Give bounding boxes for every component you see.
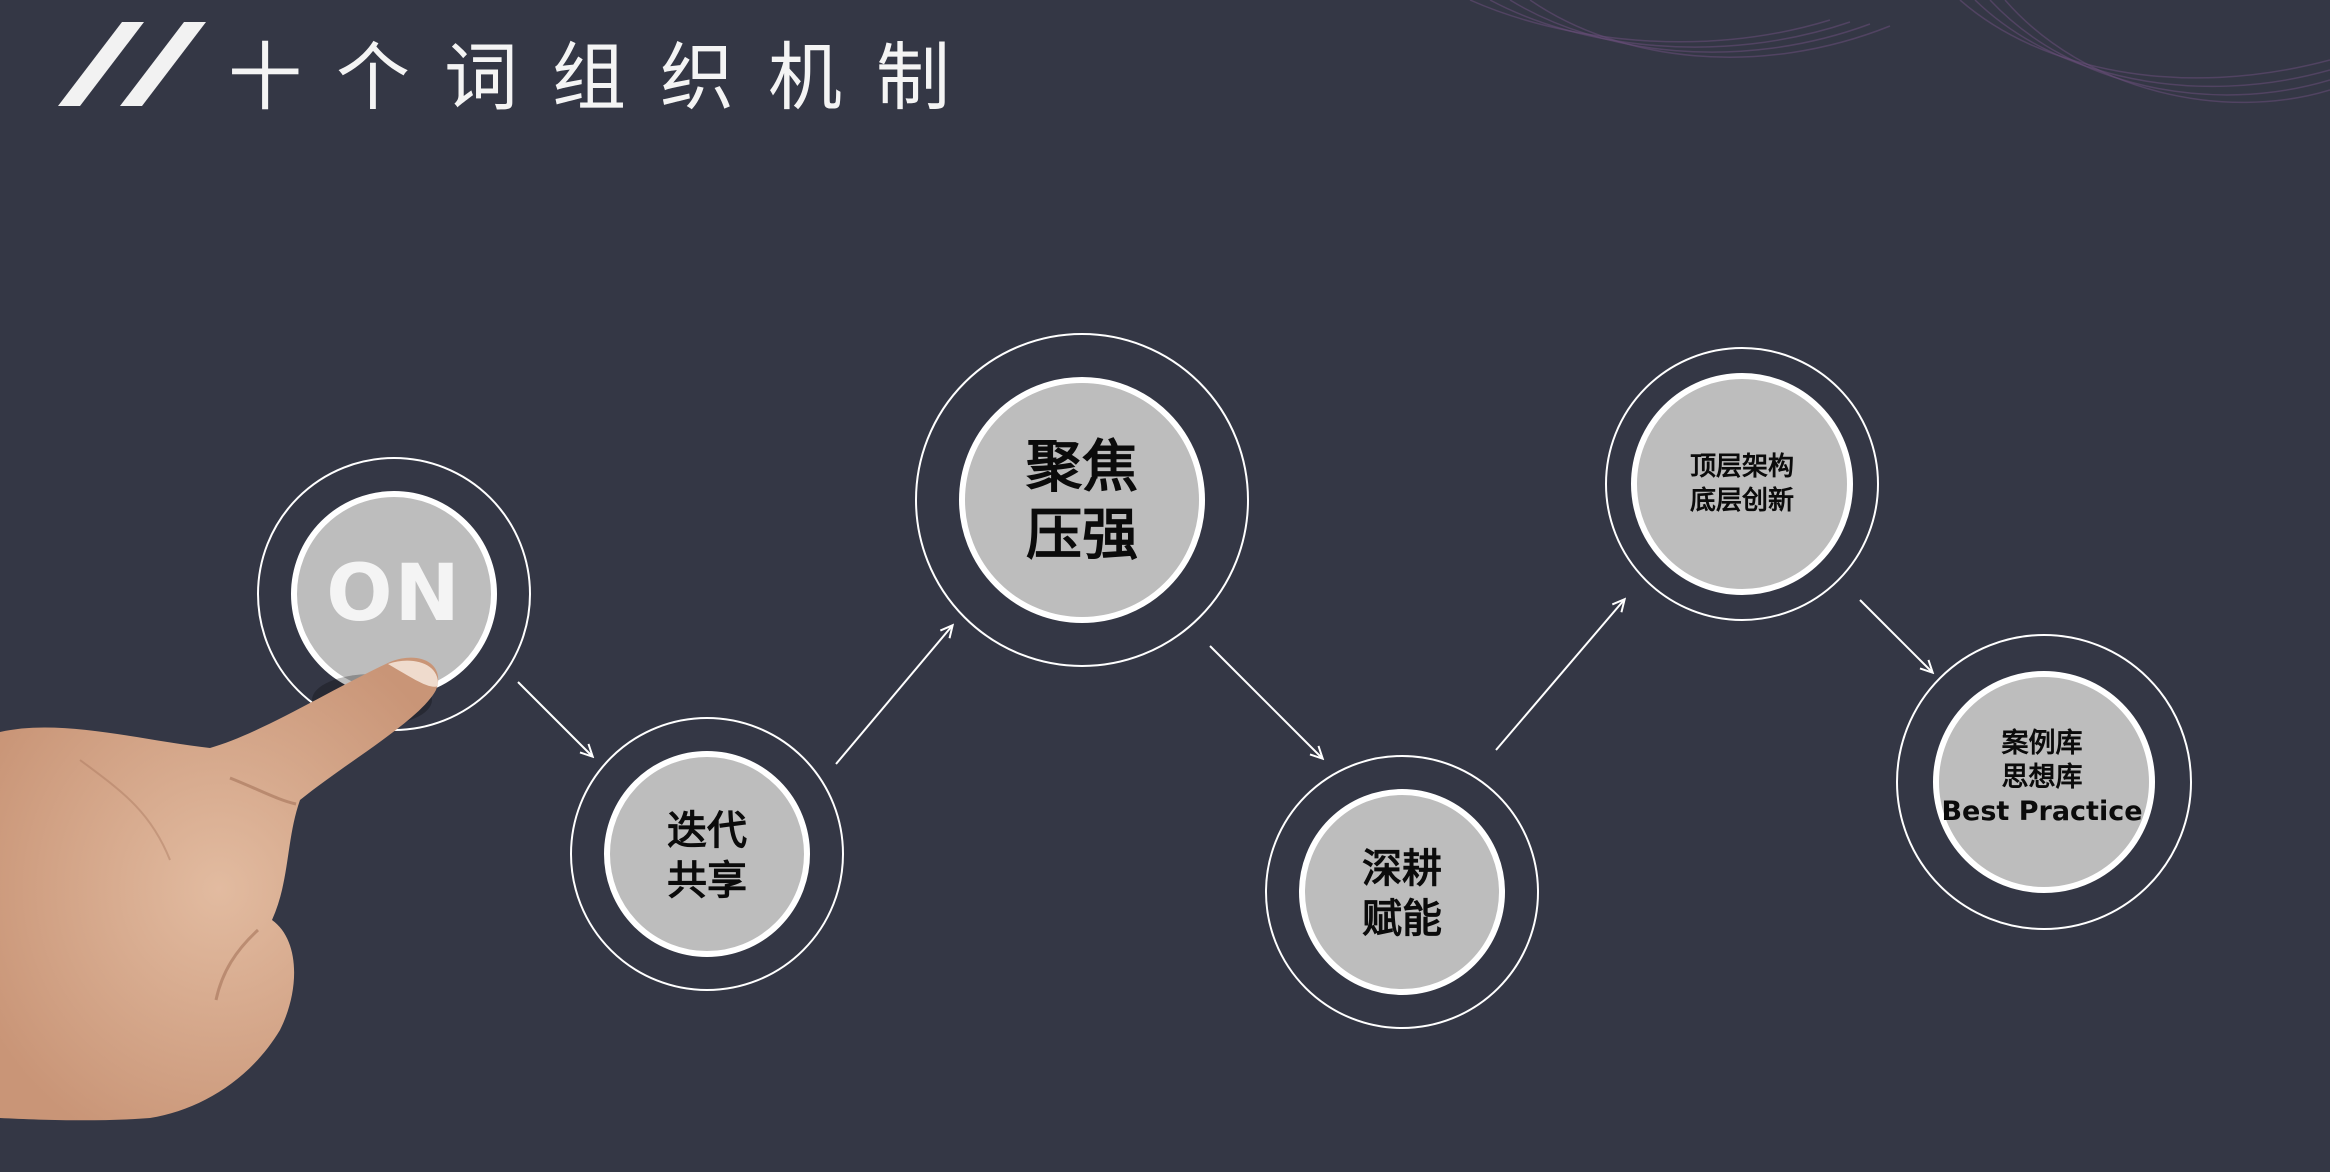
page-title: 十个词组织机制	[228, 35, 984, 121]
node-deepen-line2: 赋能	[1362, 896, 1442, 942]
pointing-hand-icon	[0, 657, 439, 1121]
node-architecture[interactable]	[1605, 347, 1879, 621]
node-library-line3: Best Practice	[1941, 796, 2143, 827]
node-iterate-label: 迭代 共享	[667, 806, 747, 906]
flow-arrows	[517, 599, 1932, 765]
node-architecture-line1: 顶层架构	[1689, 452, 1795, 482]
node-deepen-line1: 深耕	[1362, 846, 1442, 892]
node-focus[interactable]	[915, 333, 1249, 667]
arrow-architecture-to-library	[1859, 599, 1932, 672]
decorative-waves	[1469, 0, 2330, 104]
node-focus-line2: 压强	[1026, 503, 1138, 568]
node-on-label: ON	[326, 549, 462, 639]
node-iterate-line1: 迭代	[667, 808, 747, 854]
node-library-label: 案例库 思想库 Best Practice	[1941, 727, 2142, 829]
slash-logo-icon	[58, 22, 206, 106]
arrow-deepen-to-architecture	[1495, 600, 1624, 751]
node-focus-label: 聚焦 压强	[1026, 434, 1138, 570]
node-library-line2: 思想库	[2001, 762, 2083, 793]
node-architecture-label: 顶层架构 底层创新	[1690, 450, 1794, 518]
arrow-focus-to-deepen	[1209, 645, 1322, 758]
arrow-iterate-to-focus	[835, 626, 952, 765]
node-library[interactable]	[1896, 634, 2192, 930]
node-library-line1: 案例库	[2001, 728, 2083, 759]
node-deepen-label: 深耕 赋能	[1362, 844, 1442, 944]
node-deepen[interactable]	[1265, 755, 1539, 1029]
node-iterate[interactable]	[570, 717, 844, 991]
node-iterate-line2: 共享	[667, 858, 747, 904]
node-focus-line1: 聚焦	[1026, 435, 1138, 500]
arrow-on-to-iterate	[517, 681, 592, 756]
node-architecture-line2: 底层创新	[1689, 486, 1795, 516]
